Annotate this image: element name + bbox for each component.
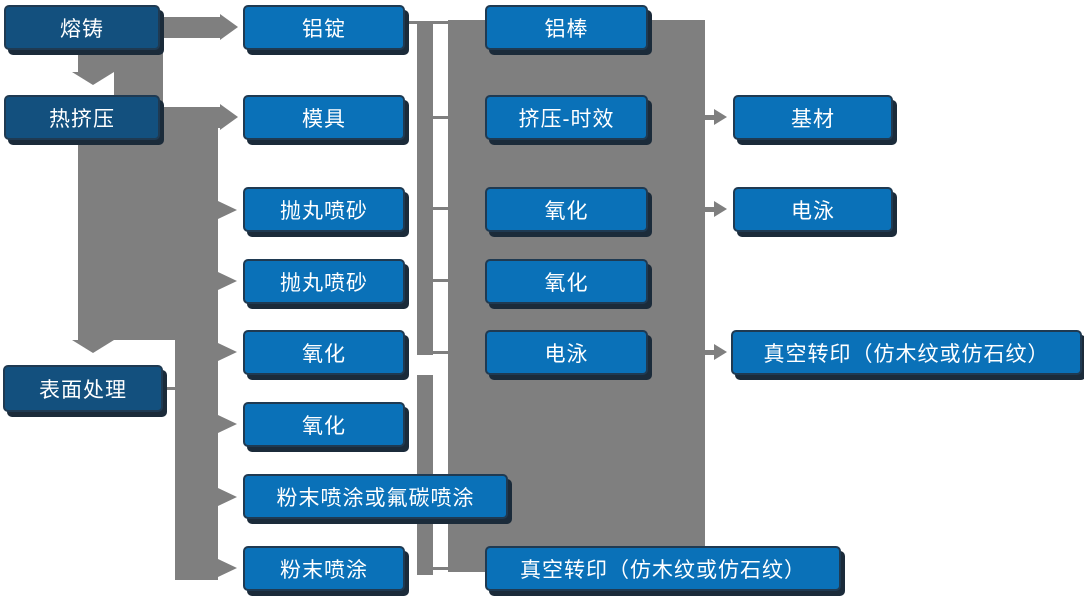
tick-rail-to-vacuum-transfer-bottom (433, 567, 448, 570)
node-hot-extrusion: 热挤压 (4, 95, 160, 140)
node-extrusion-aging: 挤压-时效 (485, 95, 648, 140)
node-vacuum-transfer-bottom: 真空转印（仿木纹或仿石纹） (485, 546, 841, 591)
middle-rail-top (417, 21, 433, 355)
node-oxidation-left-2: 氧化 (243, 402, 405, 447)
connector-electrophoresis-to-vacuum-transfer-shaft (705, 350, 714, 355)
arrowhead-down-to-hot-extrusion (72, 72, 114, 85)
node-vacuum-transfer-right: 真空转印（仿木纹或仿石纹） (731, 330, 1082, 375)
connector-oxidation-to-electrophoresis-shaft (705, 207, 714, 212)
node-oxidation-mid-1: 氧化 (485, 187, 648, 232)
node-electrophoresis-right: 电泳 (733, 187, 893, 232)
tick-rail-to-electrophoresis-mid (433, 351, 448, 354)
node-electrophoresis-mid: 电泳 (485, 330, 648, 375)
arrowhead-band-to-oxidation-left-2 (218, 415, 237, 433)
tick-surface-treatment-to-band (163, 387, 175, 390)
node-oxidation-left-1: 氧化 (243, 330, 405, 375)
node-shot-blasting-1: 抛丸喷砂 (243, 187, 405, 232)
arrowhead-band-to-shot-blasting-2 (218, 272, 237, 290)
arrowhead-down-to-surface-treatment (72, 340, 114, 353)
connector-melting-down-band (78, 48, 163, 72)
node-melting: 熔铸 (4, 5, 160, 50)
tick-rail-to-aluminum-rod (433, 21, 448, 24)
node-powder-coating: 粉末喷涂 (243, 546, 405, 591)
tick-rail-to-extrusion-aging (433, 116, 448, 119)
arrowhead-band-to-powder-coating (218, 559, 237, 577)
arrowhead-melting-to-ingot (220, 14, 238, 40)
tick-rail-to-oxidation-mid-2 (433, 279, 448, 282)
connector-extrusion-aging-to-substrate-shaft (705, 115, 714, 120)
arrowhead-to-substrate (714, 109, 727, 125)
lower-flow-band (175, 340, 218, 580)
node-surface-treatment: 表面处理 (3, 365, 163, 412)
tick-rail-to-oxidation-mid-1 (433, 207, 448, 210)
connector-hot-to-mold-shaft (160, 107, 220, 128)
connector-melting-to-ingot-shaft (160, 17, 220, 38)
node-substrate: 基材 (733, 95, 893, 140)
node-mold: 模具 (243, 95, 405, 140)
arrowhead-band-to-shot-blasting-1 (218, 201, 237, 219)
arrowhead-band-to-powder-or-fluorocarbon (218, 488, 237, 506)
arrowhead-hot-to-mold (220, 104, 238, 130)
node-aluminum-rod: 铝棒 (485, 5, 648, 50)
node-powder-or-fluorocarbon: 粉末喷涂或氟碳喷涂 (243, 474, 508, 519)
node-oxidation-mid-2: 氧化 (485, 259, 648, 304)
arrowhead-to-vacuum-transfer-right (714, 344, 727, 360)
arrowhead-band-to-oxidation-left-1 (218, 343, 237, 361)
arrowhead-to-electrophoresis-right (714, 201, 727, 217)
tick-ingot-to-rail (405, 21, 417, 24)
main-flow-band (78, 128, 218, 340)
node-aluminum-ingot: 铝锭 (243, 5, 405, 50)
node-shot-blasting-2: 抛丸喷砂 (243, 259, 405, 304)
